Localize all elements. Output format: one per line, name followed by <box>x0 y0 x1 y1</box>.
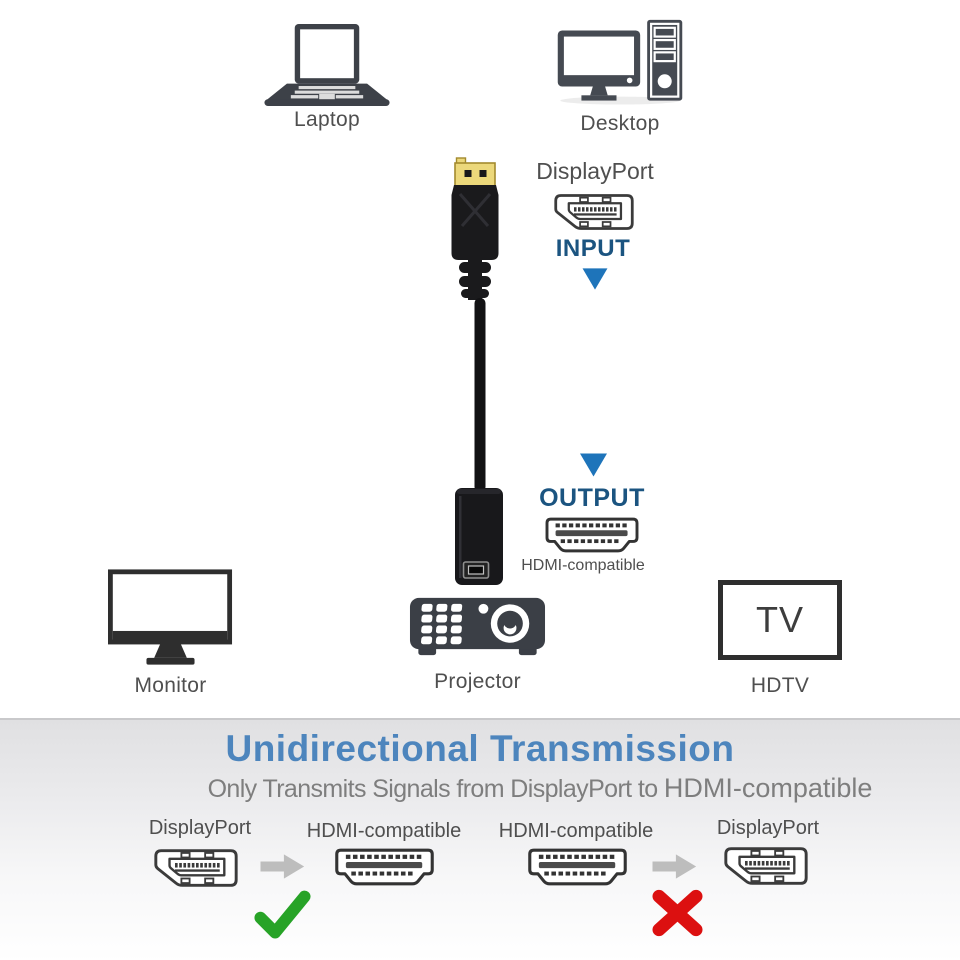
laptop-icon <box>264 23 390 107</box>
output-port-label: HDMI-compatible <box>521 557 645 574</box>
banner-subtitle-prefix: Only Transmits Signals from DisplayPort … <box>207 775 664 803</box>
displayport-port-icon <box>554 194 634 230</box>
banner-subtitle-emphasis: HDMI-compatible <box>663 773 873 803</box>
allowed-to-label: HDMI-compatible <box>306 820 462 842</box>
input-port-label: DisplayPort <box>536 158 654 184</box>
hdtv-icon: TV <box>718 580 842 660</box>
blocked-from-label: HDMI-compatible <box>498 820 654 842</box>
projector-icon <box>409 597 546 656</box>
allowed-from-label: DisplayPort <box>148 817 252 839</box>
dp-to-hdmi-adapter-image <box>451 157 503 585</box>
cross-icon <box>652 889 703 937</box>
hdtv-label: HDTV <box>750 674 810 697</box>
displayport-port-icon <box>724 847 808 885</box>
blocked-to-label: DisplayPort <box>716 817 820 839</box>
input-label: INPUT <box>555 235 631 262</box>
check-icon <box>254 890 311 939</box>
unidirectional-banner: Unidirectional Transmission Only Transmi… <box>0 718 960 960</box>
banner-subtitle: Only Transmits Signals from DisplayPort … <box>0 773 960 804</box>
desktop-label: Desktop <box>580 112 660 135</box>
laptop-label: Laptop <box>293 108 361 131</box>
right-arrow-icon <box>260 854 305 879</box>
banner-title: Unidirectional Transmission <box>225 728 735 769</box>
monitor-label: Monitor <box>134 674 207 697</box>
desktop-icon <box>557 19 683 105</box>
monitor-icon <box>108 569 233 665</box>
output-label: OUTPUT <box>539 484 645 512</box>
displayport-port-icon <box>154 849 238 887</box>
hdmi-port-icon <box>335 848 434 886</box>
down-arrow-icon <box>582 268 608 290</box>
tv-screen-text: TV <box>755 599 804 640</box>
right-arrow-icon <box>652 854 697 879</box>
down-arrow-icon <box>580 453 607 477</box>
projector-label: Projector <box>434 670 521 693</box>
hdmi-port-icon <box>528 848 627 886</box>
hdmi-port-icon <box>545 517 639 553</box>
